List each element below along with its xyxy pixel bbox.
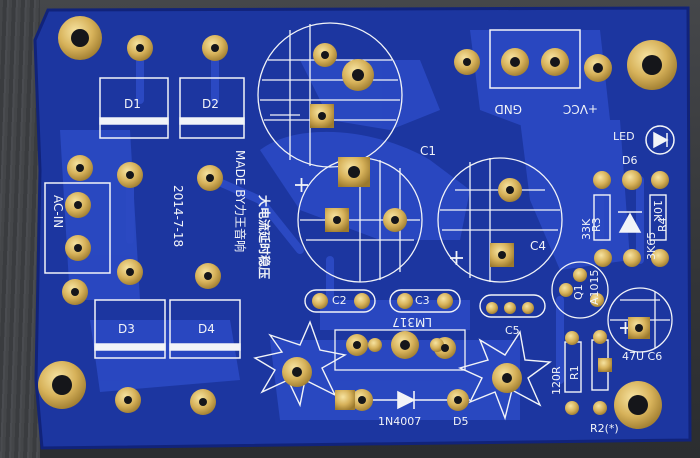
mounting-hole: [38, 361, 86, 409]
dc-output-terminal-outline: [489, 29, 581, 89]
label-lm317: LM317: [392, 315, 432, 329]
solder-pads: [38, 16, 677, 429]
label-c2: C2: [332, 294, 347, 307]
label-c3: C3: [415, 294, 430, 307]
label-r3: R3: [590, 217, 603, 232]
label-c1: C1: [420, 144, 436, 158]
label-c6: 47U C6: [622, 350, 662, 363]
ac-in-connector-outline: [44, 182, 111, 274]
label-d5: D5: [453, 415, 468, 428]
label-led: LED: [613, 130, 635, 143]
label-r1-value: 120R: [550, 366, 563, 395]
polarity-marks: [295, 178, 631, 334]
silkscreen-text: D1 D2 D3 D4 C1 C4 C2 C3 C5 47U C6 D6 D5 …: [51, 97, 669, 435]
regulator-outline: [334, 329, 466, 371]
label-r1: R1: [568, 365, 581, 380]
capacitor-c6-footprint: [607, 287, 673, 353]
label-date: 2014-7-18: [171, 185, 185, 247]
label-1n4007: 1N4007: [378, 415, 421, 428]
label-ac-in: AC-IN: [51, 195, 65, 228]
small-capacitor-outlines: [304, 289, 546, 318]
label-r2: R2(*): [590, 422, 619, 435]
label-r4: R4: [656, 217, 669, 232]
label-d4: D4: [198, 322, 215, 336]
led-symbol: [645, 125, 675, 155]
label-r3-value: 33K: [580, 218, 593, 240]
label-chinese-title: 大电流延时稳压: [257, 195, 272, 279]
zener-symbol: [618, 211, 642, 233]
label-c4: C4: [530, 239, 546, 253]
label-q1: Q1: [572, 284, 585, 300]
label-made-by: MADE BY力王音响: [233, 150, 248, 252]
label-3k65: 3K65: [645, 232, 658, 260]
label-vcc: +VCC: [563, 102, 598, 116]
mounting-hole: [627, 40, 677, 90]
label-d2: D2: [202, 97, 219, 111]
label-gnd: GND: [494, 102, 522, 116]
label-d6: D6: [622, 154, 637, 167]
label-d3: D3: [118, 322, 135, 336]
board-edge: [33, 6, 692, 450]
mounting-hole: [614, 381, 662, 429]
mounting-hole: [58, 16, 102, 60]
label-c5: C5: [505, 324, 520, 337]
diode-bridge-outlines: [94, 77, 245, 359]
label-r4-value: 10K: [651, 200, 664, 222]
transistor-q1-outline: [551, 261, 609, 319]
label-a1015: A1015: [588, 269, 601, 305]
wood-background: [0, 0, 40, 458]
label-d1: D1: [124, 97, 141, 111]
